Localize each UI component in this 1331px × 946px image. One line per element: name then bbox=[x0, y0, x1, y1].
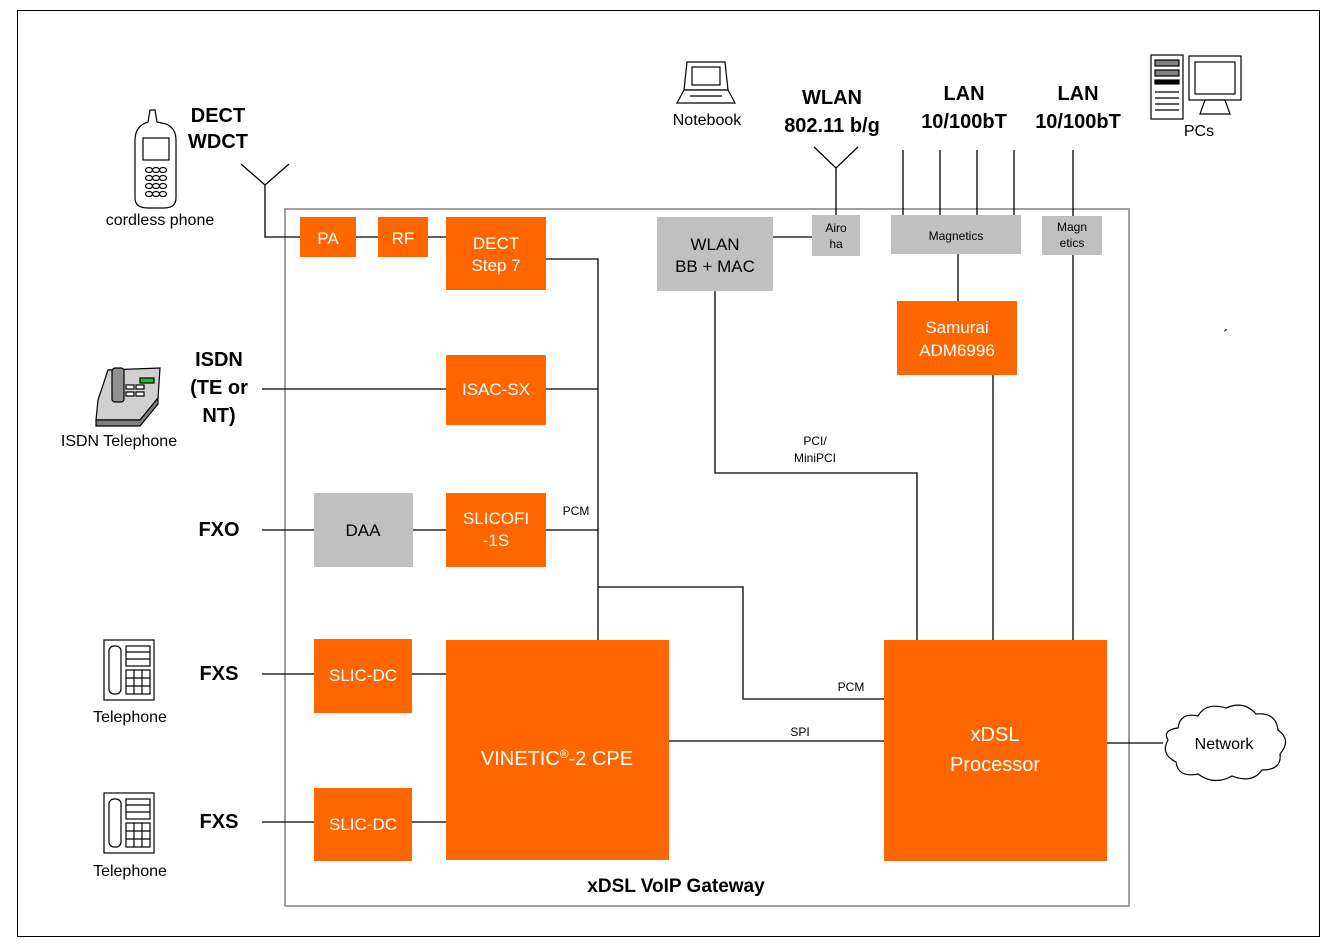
wlan-bb-mac-block: WLAN BB + MAC bbox=[657, 217, 773, 291]
svg-text:SLICOFI: SLICOFI bbox=[463, 509, 529, 528]
isac-sx-block: ISAC-SX bbox=[446, 355, 546, 425]
cordless-phone-caption: cordless phone bbox=[106, 212, 215, 229]
dect-label: DECT bbox=[191, 105, 245, 127]
svg-text:Processor: Processor bbox=[950, 754, 1040, 776]
xdsl-processor-block: xDSL Processor bbox=[884, 640, 1107, 861]
telephone-icon-1 bbox=[103, 639, 155, 701]
svg-text:Step 7: Step 7 bbox=[471, 256, 520, 275]
svg-text:RF: RF bbox=[392, 229, 415, 248]
pc-icon bbox=[1150, 54, 1242, 120]
svg-text:DAA: DAA bbox=[346, 521, 382, 540]
fxo-label: FXO bbox=[198, 519, 239, 541]
isdn-te-label: (TE or bbox=[190, 377, 248, 399]
svg-text:Magn: Magn bbox=[1057, 220, 1087, 234]
lan-speed-label-2: 10/100bT bbox=[1035, 111, 1121, 133]
minipci-label: MiniPCI bbox=[794, 451, 836, 465]
wlan-label: WLAN bbox=[802, 87, 862, 109]
svg-text:ADM6996: ADM6996 bbox=[919, 341, 995, 360]
magnetics-small-block: Magn etics bbox=[1042, 216, 1102, 255]
slicofi-block: SLICOFI -1S bbox=[446, 493, 546, 567]
network-cloud-icon: Network bbox=[1164, 704, 1287, 782]
notebook-icon bbox=[675, 61, 737, 104]
daa-block: DAA bbox=[314, 493, 413, 567]
svg-text:DECT: DECT bbox=[473, 234, 519, 253]
fxs-label-1: FXS bbox=[200, 663, 239, 685]
svg-text:Samurai: Samurai bbox=[925, 318, 988, 337]
svg-text:ISAC-SX: ISAC-SX bbox=[462, 380, 530, 399]
slic-dc-block-2: SLIC-DC bbox=[314, 788, 412, 861]
isdn-telephone-caption: ISDN Telephone bbox=[61, 433, 177, 450]
rf-block: RF bbox=[378, 217, 428, 257]
pcs-caption: PCs bbox=[1184, 123, 1214, 140]
diagram-frame bbox=[17, 10, 1320, 937]
svg-text:xDSL: xDSL bbox=[971, 724, 1020, 746]
wdct-label: WDCT bbox=[188, 131, 248, 153]
svg-text:-1S: -1S bbox=[483, 531, 509, 550]
svg-text:Airo: Airo bbox=[825, 221, 847, 235]
telephone-caption-2: Telephone bbox=[93, 863, 167, 880]
gateway-boundary bbox=[284, 208, 1130, 907]
svg-text:PA: PA bbox=[317, 229, 339, 248]
svg-text:SLIC-DC: SLIC-DC bbox=[329, 666, 397, 685]
wlan-antenna-icon bbox=[813, 146, 859, 169]
vinetic-block: VINETIC®-2 CPE bbox=[446, 640, 669, 860]
svg-text:Magnetics: Magnetics bbox=[929, 229, 984, 243]
pcm-label-2: PCM bbox=[838, 680, 865, 694]
lan-label-2: LAN bbox=[1057, 83, 1098, 105]
magnetics-block: Magnetics bbox=[891, 215, 1021, 254]
lan-label-1: LAN bbox=[943, 83, 984, 105]
svg-text:ha: ha bbox=[829, 237, 843, 251]
lan-speed-label-1: 10/100bT bbox=[921, 111, 1007, 133]
pa-block: PA bbox=[300, 217, 356, 257]
svg-text:BB + MAC: BB + MAC bbox=[675, 257, 755, 276]
slic-dc-block-1: SLIC-DC bbox=[314, 639, 412, 713]
isdn-nt-label: NT) bbox=[202, 405, 235, 427]
notebook-caption: Notebook bbox=[673, 112, 742, 129]
connection-lines bbox=[262, 150, 1163, 823]
spi-label: SPI bbox=[790, 725, 809, 739]
wlan-standard-label: 802.11 b/g bbox=[784, 115, 880, 137]
svg-text:VINETIC®-2 CPE: VINETIC®-2 CPE bbox=[481, 747, 633, 770]
samurai-block: Samurai ADM6996 bbox=[897, 301, 1017, 375]
svg-text:etics: etics bbox=[1060, 236, 1085, 250]
pcm-label-1: PCM bbox=[563, 504, 590, 518]
dect-step7-block: DECT Step 7 bbox=[446, 217, 546, 290]
gateway-title: xDSL VoIP Gateway bbox=[587, 876, 765, 897]
pci-label: PCI/ bbox=[803, 434, 827, 448]
isdn-telephone-icon bbox=[95, 367, 161, 427]
isdn-label: ISDN bbox=[195, 349, 243, 371]
airoha-block: Airo ha bbox=[812, 215, 860, 256]
svg-text:SLIC-DC: SLIC-DC bbox=[329, 815, 397, 834]
fxs-label-2: FXS bbox=[200, 811, 239, 833]
svg-text:WLAN: WLAN bbox=[690, 235, 739, 254]
dect-antenna-icon bbox=[240, 163, 290, 186]
network-caption: Network bbox=[1195, 736, 1255, 753]
stray-mark: ´ bbox=[1223, 328, 1228, 345]
cordless-phone-icon bbox=[134, 109, 177, 209]
telephone-icon-2 bbox=[103, 792, 155, 854]
telephone-caption-1: Telephone bbox=[93, 709, 167, 726]
